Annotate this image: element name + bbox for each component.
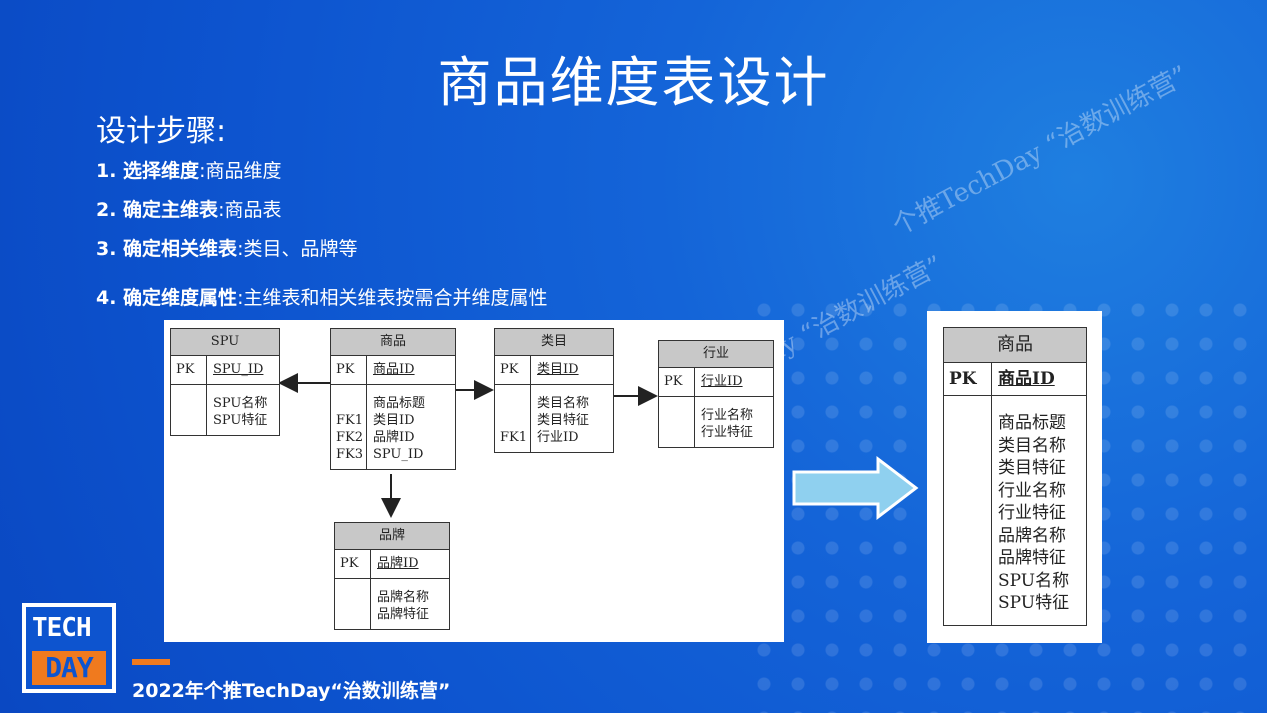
logo-text-line1: TECH <box>32 613 92 643</box>
fk-key: FK1 <box>500 430 528 445</box>
design-steps-list: 1. 选择维度:商品维度 2. 确定主维表:商品表 3. 确定相关维表:类目、品… <box>96 156 547 322</box>
slide-title: 商品维度表设计 <box>437 51 830 114</box>
attribute: SPU_ID <box>373 447 424 462</box>
step-text: :商品维度 <box>199 160 282 182</box>
step-text: :主维表和相关维表按需合并维度属性 <box>237 287 548 309</box>
attribute: 品牌特征 <box>377 607 430 622</box>
accent-bar <box>132 659 170 665</box>
attribute: 品牌特征 <box>998 548 1066 568</box>
primary-key: 行业ID <box>701 374 743 389</box>
relationship-arrows <box>278 373 658 518</box>
step-3: 3. 确定相关维表:类目、品牌等 <box>96 234 547 261</box>
entity-title: SPU <box>171 329 279 356</box>
entity-title: 行业 <box>659 341 773 368</box>
step-label: 2. 确定主维表 <box>96 199 219 221</box>
attribute: 行业名称 <box>998 480 1066 501</box>
pk-key: PK <box>495 356 531 384</box>
step-4: 4. 确定维度属性:主维表和相关维表按需合并维度属性 <box>96 283 547 310</box>
fk-key: FK3 <box>336 447 364 462</box>
techday-logo: TECH DAY <box>22 603 116 693</box>
attribute: 行业ID <box>537 430 579 445</box>
attribute: 类目特征 <box>998 458 1066 478</box>
footer-text: 2022年个推TechDay“治数训练营” <box>132 680 451 702</box>
attribute: SPU名称 <box>998 570 1070 591</box>
subtitle: 设计步骤: <box>96 114 227 149</box>
pk-key: PK <box>331 356 367 384</box>
attribute: SPU特征 <box>213 413 268 428</box>
attribute: 品牌ID <box>373 430 415 445</box>
attribute: 品牌名称 <box>377 590 430 605</box>
entity-industry: 行业 PK 行业ID 行业名称 行业特征 <box>658 340 774 448</box>
entity-spu: SPU PK SPU_ID SPU名称 SPU特征 <box>170 328 280 436</box>
attribute: 类目特征 <box>537 413 590 428</box>
pk-key: PK <box>659 368 695 396</box>
attribute: 类目名称 <box>537 396 590 411</box>
entity-title: 商品 <box>944 328 1086 363</box>
entity-title: 商品 <box>331 329 455 356</box>
attribute: 行业特征 <box>998 503 1066 523</box>
primary-key: SPU_ID <box>213 362 264 377</box>
entity-brand: 品牌 PK 品牌ID 品牌名称 品牌特征 <box>334 522 450 630</box>
right-arrow-icon <box>792 455 919 521</box>
pk-key: PK <box>171 356 207 384</box>
attribute: SPU名称 <box>213 396 268 411</box>
fk-key: FK2 <box>336 430 364 445</box>
attribute: 行业特征 <box>701 425 754 440</box>
step-label: 4. 确定维度属性 <box>96 287 238 309</box>
primary-key: 类目ID <box>537 362 579 377</box>
step-text: :类目、品牌等 <box>237 238 358 260</box>
step-label: 1. 选择维度 <box>96 160 200 182</box>
entity-category: 类目 PK 类目ID FK1 类目名称 类目特征 行业ID <box>494 328 614 453</box>
attribute: 类目ID <box>373 413 415 428</box>
step-text: :商品表 <box>218 199 282 221</box>
primary-key: 品牌ID <box>377 556 419 571</box>
entity-title: 类目 <box>495 329 613 356</box>
attribute: 行业名称 <box>701 408 754 423</box>
step-1: 1. 选择维度:商品维度 <box>96 156 547 183</box>
pk-key: PK <box>944 363 992 395</box>
logo-text-line2: DAY <box>32 651 106 685</box>
attribute: SPU特征 <box>998 593 1070 613</box>
attribute: 商品标题 <box>373 396 426 411</box>
primary-key: 商品ID <box>998 369 1055 389</box>
attribute: 商品标题 <box>998 413 1066 433</box>
attribute: 品牌名称 <box>998 525 1066 546</box>
primary-key: 商品ID <box>373 362 415 377</box>
fk-key: FK1 <box>336 413 364 428</box>
er-diagram-panel: SPU PK SPU_ID SPU名称 SPU特征 商品 PK 商品ID FK1 F… <box>164 320 784 642</box>
pk-key: PK <box>335 550 371 578</box>
step-2: 2. 确定主维表:商品表 <box>96 195 547 222</box>
attribute: 类目名称 <box>998 435 1066 456</box>
entity-product: 商品 PK 商品ID FK1 FK2 FK3 商品标题 类目ID 品牌ID SPU… <box>330 328 456 470</box>
step-label: 3. 确定相关维表 <box>96 238 238 260</box>
entity-title: 品牌 <box>335 523 449 550</box>
